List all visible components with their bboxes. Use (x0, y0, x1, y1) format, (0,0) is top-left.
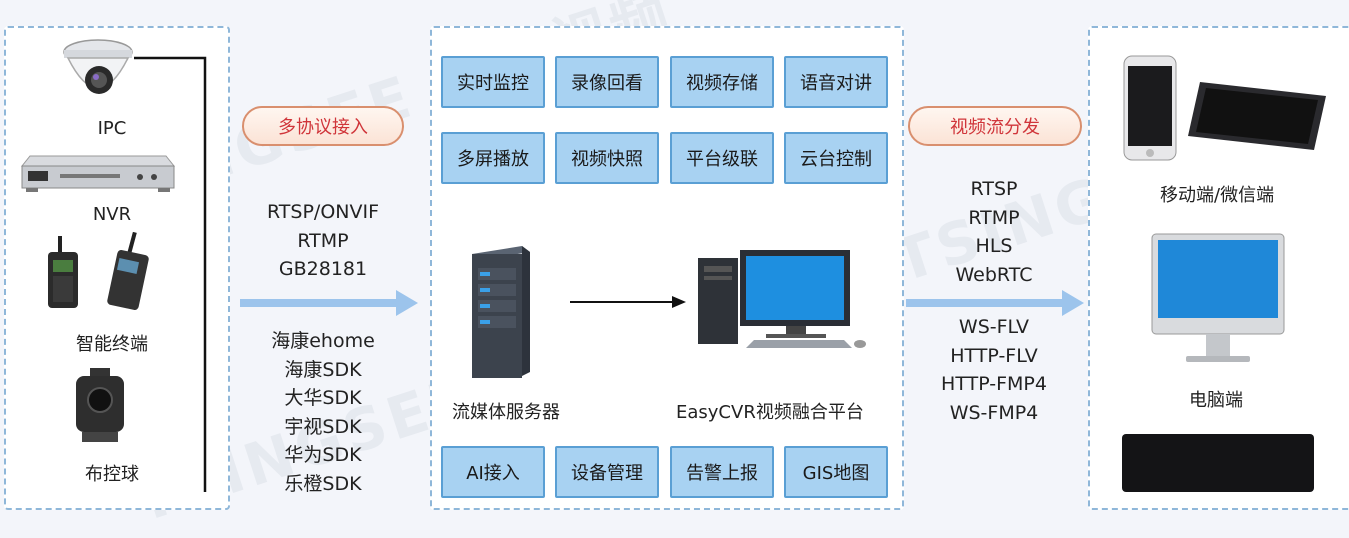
device-bus-line (134, 56, 207, 492)
inbound-sdk-list: 海康ehome 海康SDK 大华SDK 宇视SDK 华为SDK 乐橙SDK (240, 327, 406, 498)
ipc-camera-icon (63, 39, 133, 94)
mobile-client-label: 移动端/微信端 (1160, 185, 1275, 206)
protocol-item: RTMP (968, 206, 1020, 229)
protocol-item: WS-FLV (958, 316, 1030, 338)
nvr-recorder-icon (20, 155, 176, 192)
feature-alarm-report: 告警上报 (670, 446, 774, 498)
feature-live-monitor: 实时监控 (441, 56, 545, 108)
inbound-arrow (240, 290, 418, 316)
protocol-item: GB28181 (278, 258, 368, 280)
protocol-item: RTSP/ONVIF (266, 201, 380, 223)
feature-video-storage: 视频存储 (670, 56, 774, 108)
outbound-protocol-list-a: RTSP RTMP HLS WebRTC (912, 175, 1076, 289)
ptz-ball-camera-icon (76, 368, 124, 442)
server-tower-icon (472, 246, 530, 378)
feature-snapshot: 视频快照 (555, 132, 659, 184)
feature-voice-intercom: 语音对讲 (784, 56, 888, 108)
protocol-item: WebRTC (955, 263, 1033, 286)
feature-playback: 录像回看 (555, 56, 659, 108)
protocol-item: HTTP-FLV (950, 344, 1038, 367)
platform-workstation-icon (698, 250, 866, 348)
feature-ptz-control: 云台控制 (784, 132, 888, 184)
multi-protocol-access-pill: 多协议接入 (242, 106, 404, 146)
device-label-ptz: 布控球 (85, 464, 139, 485)
tv-screen-icon (1122, 434, 1314, 492)
feature-device-management: 设备管理 (555, 446, 659, 498)
streaming-server-label: 流媒体服务器 (452, 402, 560, 423)
feature-multi-screen: 多屏播放 (441, 132, 545, 184)
device-label-ipc: IPC (97, 118, 127, 139)
protocol-item: RTSP (970, 178, 1018, 200)
tablet-icon (1188, 82, 1326, 150)
sdk-item: 海康SDK (284, 358, 362, 381)
server-to-platform-arrow (570, 296, 686, 308)
video-stream-distribution-pill: 视频流分发 (908, 106, 1082, 146)
sdk-item: 大华SDK (284, 387, 362, 409)
sdk-item: 华为SDK (284, 444, 362, 466)
outbound-arrow (906, 290, 1084, 316)
feature-gis-map: GIS地图 (784, 446, 888, 498)
desktop-monitor-icon (1151, 233, 1285, 362)
device-label-nvr: NVR (92, 204, 132, 225)
protocol-item: WS-FMP4 (949, 401, 1039, 424)
sdk-item: 乐橙SDK (284, 472, 362, 495)
feature-cascade: 平台级联 (670, 132, 774, 184)
protocol-item: RTMP (297, 229, 349, 252)
intelligent-terminal-icon (48, 232, 149, 310)
outbound-protocol-list-b: WS-FLV HTTP-FLV HTTP-FMP4 WS-FMP4 (912, 313, 1076, 427)
inbound-protocol-list: RTSP/ONVIF RTMP GB28181 (240, 198, 406, 284)
protocol-item: HLS (975, 235, 1013, 257)
sdk-item: 海康ehome (271, 330, 375, 352)
mobile-phone-icon (1123, 55, 1177, 161)
pc-client-label: 电脑端 (1189, 390, 1243, 411)
sdk-item: 宇视SDK (284, 415, 362, 438)
easycvr-platform-label: EasyCVR视频融合平台 (676, 402, 864, 423)
feature-ai-access: AI接入 (441, 446, 545, 498)
device-label-terminal: 智能终端 (76, 334, 148, 355)
protocol-item: HTTP-FMP4 (941, 373, 1047, 395)
